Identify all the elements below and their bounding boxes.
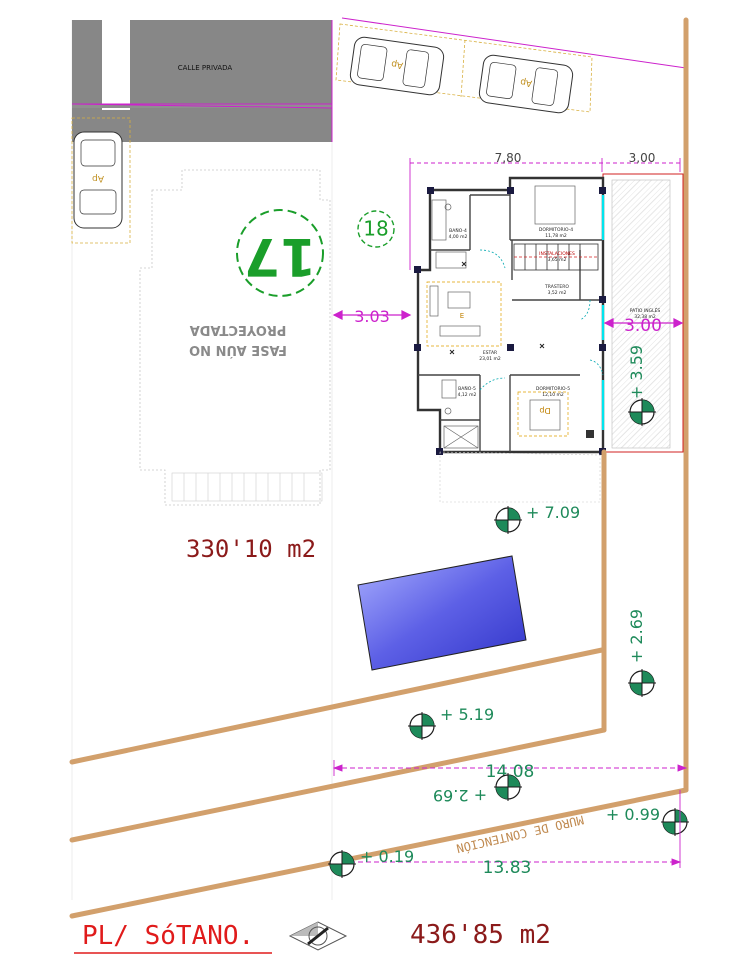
dim-top-patio: 3,00 — [629, 151, 656, 165]
room-instalaciones-name: INSTALACIONES — [539, 251, 575, 257]
level-marker-0-19 — [328, 850, 356, 878]
staircase — [513, 243, 599, 271]
patio-width-dimension — [603, 318, 684, 328]
phase-note-line1: FASE AÚN NO — [189, 342, 287, 358]
dim-bottom-top: 14.08 — [486, 762, 535, 782]
street-label: CALLE PRIVADA — [178, 64, 233, 72]
level-0-19: + 0.19 — [360, 847, 414, 866]
level-marker-2-69-right — [628, 669, 656, 697]
level-0-99: + 0.99 — [606, 805, 660, 824]
room-dormitorio5-area: 12,10 m2 — [542, 392, 564, 398]
room-estar-name: ESTAR — [483, 350, 497, 356]
plot-17-number: 17 — [244, 226, 316, 286]
plot-18-marker: 18 — [357, 210, 395, 248]
ceiling-lights — [449, 261, 545, 355]
level-marker-3-59 — [628, 398, 656, 426]
left-setback-dimension — [332, 310, 412, 320]
drawing-title: PL/ SóTANO. — [82, 921, 254, 951]
top-dimension-line — [409, 158, 681, 270]
room-bano5-name: BAÑO-5 — [458, 385, 476, 392]
car-2-label: Ap — [519, 76, 532, 88]
future-phase-cells — [171, 472, 323, 502]
doors — [479, 249, 604, 391]
parking-area — [71, 23, 593, 244]
private-street: CALLE PRIVADA — [72, 20, 332, 142]
level-5-19: + 5.19 — [440, 705, 494, 724]
car-3-label: Ap — [92, 173, 104, 183]
retaining-walls — [69, 17, 689, 919]
level-marker-0-99 — [661, 808, 689, 836]
room-bano4-name: BAÑO-4 — [449, 227, 467, 234]
room-instalaciones-area: 3,65 m2 — [548, 257, 567, 263]
north-arrow-icon — [288, 921, 348, 951]
room-dormitorio5-name: DORMITORIO-5 — [536, 386, 570, 392]
bottom-dimension-14-08 — [332, 760, 688, 776]
car-2: Ap — [478, 54, 574, 114]
dim-bottom-bottom: 13.83 — [483, 858, 532, 878]
room-dormitorio4-name: DORMITORIO-4 — [539, 227, 573, 233]
room-bano5-area: 4,12 m2 — [458, 392, 477, 398]
plot-boundaries — [71, 17, 687, 895]
furniture — [426, 185, 576, 449]
dim-patio-width: 3.00 — [624, 316, 662, 336]
plot-17-marker: 17 — [236, 209, 324, 297]
future-phase-note: FASE AÚN NO PROYECTADA — [189, 322, 287, 358]
phase-note-line2: PROYECTADA — [190, 322, 287, 337]
patio-area: 32,38 m2 — [634, 314, 656, 320]
dim-left-setback: 3.03 — [354, 307, 390, 326]
swimming-pool — [357, 555, 527, 671]
lower-extension-outline — [439, 451, 601, 503]
plot-18-number: 18 — [363, 217, 388, 241]
area-total: 436'85 m2 — [410, 920, 551, 950]
future-phase-outline — [139, 169, 331, 506]
area-upper: 330'10 m2 — [186, 535, 316, 563]
level-2-69-right: + 2.69 — [627, 609, 646, 663]
car-3: Ap — [73, 131, 123, 229]
dim-top-width: 7,80 — [495, 151, 522, 165]
room-trastero-name: TRASTERO — [544, 284, 569, 290]
level-marker-2-69-mid — [494, 773, 522, 801]
level-marker-5-19 — [408, 712, 436, 740]
room-estar-area: 23,01 m2 — [479, 356, 501, 362]
level-2-69-mid: + 2.69 — [433, 786, 487, 805]
car-1-label: Ap — [390, 58, 403, 70]
dorm5-furniture-letter: Dp — [539, 406, 550, 415]
room-bano4-area: 4,00 m2 — [449, 234, 468, 240]
room-dormitorio4-area: 11,78 m2 — [545, 233, 567, 239]
room-labels: BAÑO-4 4,00 m2 DORMITORIO-4 11,78 m2 INS… — [449, 227, 575, 398]
level-marker-7-09 — [494, 506, 522, 534]
level-3-59: + 3.59 — [627, 345, 646, 399]
room-trastero-area: 3,52 m2 — [548, 290, 567, 296]
estar-furniture-letter: E — [460, 312, 464, 320]
car-1: Ap — [349, 36, 445, 96]
level-7-09: + 7.09 — [526, 503, 580, 522]
patio-name: PATIO INGLÉS — [630, 306, 661, 314]
